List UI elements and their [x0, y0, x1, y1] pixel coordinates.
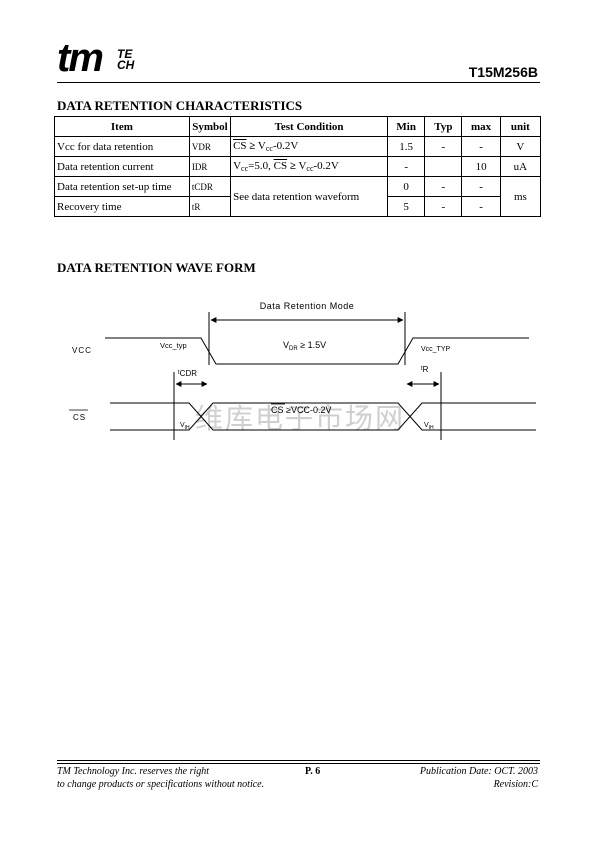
cell-typ: -: [424, 136, 463, 157]
cell-typ: -: [424, 196, 463, 217]
cell-symbol: tR: [188, 196, 232, 217]
vih-right-label: VIH: [424, 422, 434, 431]
cell-item: Data retention set-up time: [54, 176, 190, 197]
table-row: Vcc for data retention VDR CS ≥ Vcc-0.2V…: [54, 136, 542, 157]
tr-t: t: [421, 366, 423, 372]
vcc-typ-left-label: Vcc_typ: [160, 341, 187, 350]
v-symbol: V: [257, 140, 266, 152]
vdr-subscript: DR: [289, 346, 298, 352]
cs-waveform-low: [110, 402, 536, 431]
logo-suffix-top: TE: [117, 47, 133, 61]
tcdr-label: tCDR: [178, 369, 197, 378]
vdr-condition: ≥ 1.5V: [298, 340, 326, 350]
table-row: Data retention set-up time tCDR See data…: [54, 176, 542, 217]
col-header-min: Min: [387, 116, 426, 137]
cs-cond-cs: CS: [271, 405, 284, 415]
vih-v: V: [180, 422, 185, 429]
cell-typ: [424, 156, 463, 177]
header-rule: [57, 82, 540, 83]
vcc-signal-label: VCC: [72, 346, 92, 355]
vcc-waveform: [105, 337, 529, 365]
cell-condition: CS ≥ Vcc-0.2V: [230, 136, 389, 157]
section-title-characteristics: DATA RETENTION CHARACTERISTICS: [57, 98, 303, 113]
vih2-v: V: [424, 422, 429, 429]
cell-symbol: tCDR: [188, 176, 232, 197]
tr-label: tR: [421, 365, 429, 374]
cell-symbol: IDR: [188, 156, 232, 177]
cell-min: 1.5: [387, 136, 426, 157]
cell-symbol: VDR: [188, 136, 232, 157]
cs-signal: CS: [233, 140, 247, 152]
cs-condition-label: CS ≥VCC-0.2V: [271, 405, 331, 415]
cell-min: 0: [387, 176, 426, 197]
vcc-value: =5.0,: [248, 160, 271, 172]
vcc-subscript: cc: [241, 164, 249, 173]
vdr-v: V: [283, 340, 289, 350]
cell-max: -: [461, 176, 501, 197]
tr-sub: R: [423, 365, 429, 374]
cell-unit: V: [499, 136, 542, 157]
vcc-typ-right-label: Vcc_TYP: [421, 346, 451, 353]
data-retention-waveform: 维库电子市场网 Data Retention Mode VCC Vcc_typ …: [69, 301, 536, 440]
col-header-item: Item: [54, 116, 190, 137]
cell-min: 5: [387, 196, 426, 217]
cell-item: Data retention current: [54, 156, 190, 177]
company-logo-suffix: TE CH: [117, 47, 135, 72]
tcdr-t: t: [178, 370, 180, 376]
cell-item: Vcc for data retention: [54, 136, 190, 157]
condition-rest: -0.2V: [272, 140, 299, 152]
col-header-typ: Typ: [424, 116, 463, 137]
col-header-symbol: Symbol: [188, 116, 232, 137]
cell-max: -: [461, 136, 501, 157]
cs-waveform-high: [110, 402, 536, 431]
table-row: Data retention current IDR Vcc=5.0, CS ≥…: [54, 156, 542, 177]
revision: Revision:C: [493, 779, 538, 790]
col-header-condition: Test Condition: [230, 116, 389, 137]
vdr-label: VDR ≥ 1.5V: [283, 340, 326, 352]
publication-date: Publication Date: OCT. 2003: [419, 766, 538, 777]
company-logo: tm: [57, 36, 104, 80]
section-title-waveform: DATA RETENTION WAVE FORM: [57, 260, 256, 275]
cell-unit: uA: [499, 156, 542, 177]
cell-item: Recovery time: [54, 196, 190, 217]
col-header-max: max: [461, 116, 501, 137]
cell-max: 10: [461, 156, 501, 177]
v-subscript: cc: [265, 144, 273, 153]
page-number: P. 6: [305, 766, 321, 777]
cs-signal: CS: [273, 160, 288, 172]
cell-max: -: [461, 196, 501, 217]
operator: ≥: [249, 140, 256, 152]
vih-left-label: VIH: [180, 422, 190, 431]
cell-condition: See data retention waveform: [230, 176, 389, 217]
footer-disclaimer-1: TM Technology Inc. reserves the right: [57, 766, 210, 777]
data-retention-table: Item Symbol Test Condition Min Typ max u…: [54, 116, 542, 217]
footer-rule-2: [57, 763, 540, 764]
col-header-unit: unit: [499, 116, 542, 137]
cs-signal-label: CS: [73, 413, 86, 422]
mode-label: Data Retention Mode: [260, 301, 355, 311]
v-symbol: V: [298, 160, 307, 172]
logo-suffix-bottom: CH: [117, 58, 135, 72]
table-header-row: Item Symbol Test Condition Min Typ max u…: [54, 116, 542, 137]
cell-min: -: [387, 156, 426, 177]
cs-cond-rest: ≥VCC-0.2V: [284, 405, 332, 415]
vih2-sub: IH: [429, 425, 434, 431]
footer-disclaimer-2: to change products or specifications wit…: [57, 779, 265, 790]
part-number: T15M256B: [468, 64, 538, 80]
cell-typ: -: [424, 176, 463, 197]
tcdr-sub: CDR: [180, 369, 198, 378]
cell-condition: Vcc=5.0, CS ≥ Vcc-0.2V: [230, 156, 389, 177]
vih-sub: IH: [185, 425, 190, 431]
operator: ≥: [289, 160, 296, 172]
cell-unit: ms: [499, 176, 542, 217]
table-row: Recovery time tR 5 - -: [54, 196, 541, 217]
v-subscript: cc: [306, 164, 314, 173]
condition-rest: -0.2V: [313, 160, 339, 172]
footer-rule-1: [57, 760, 540, 761]
vcc-symbol: V: [233, 160, 242, 172]
